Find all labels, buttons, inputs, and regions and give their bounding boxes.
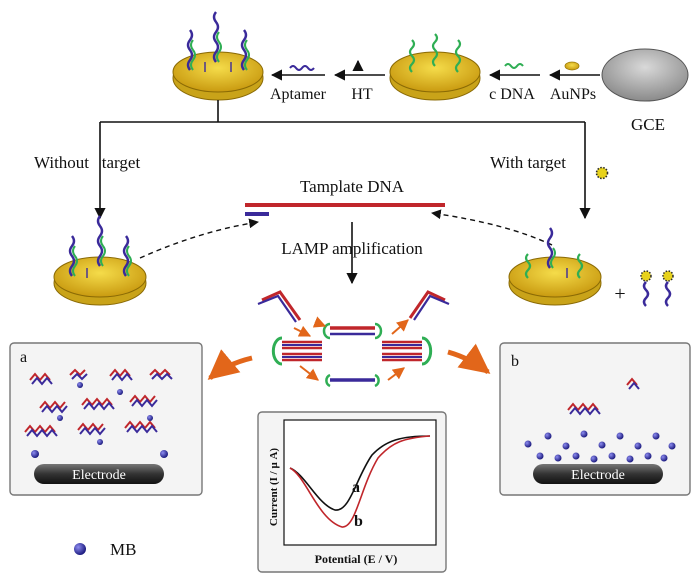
mb-dot bbox=[31, 450, 39, 458]
cdna-icon bbox=[504, 63, 524, 69]
mb-dot bbox=[160, 450, 168, 458]
aptamer-electrode bbox=[172, 11, 264, 101]
aunp-icon bbox=[564, 61, 580, 71]
template-dna-label: Tamplate DNA bbox=[300, 177, 405, 196]
mb-dot bbox=[97, 439, 103, 445]
electrode-bar-b bbox=[533, 464, 663, 484]
y-axis-label: Current (I / μ A) bbox=[268, 448, 280, 526]
aptamer-target-complex bbox=[640, 270, 674, 307]
panel-a-label: a bbox=[20, 349, 27, 366]
aunps-label: AuNPs bbox=[550, 86, 596, 103]
duplex-strand-3b bbox=[244, 39, 250, 71]
mb-dot bbox=[77, 382, 83, 388]
right-duplex bbox=[546, 227, 554, 269]
with-target-label: With target bbox=[490, 153, 566, 172]
cycle-arrow-2 bbox=[391, 319, 409, 335]
right-cdna-2 bbox=[576, 253, 584, 279]
electrode-label-b: Electrode bbox=[571, 468, 625, 483]
panel-b: b Electrode bbox=[499, 342, 691, 496]
template-dna-strand bbox=[245, 203, 445, 207]
electrode-with-target bbox=[508, 227, 602, 306]
electrode-without-target bbox=[53, 215, 147, 306]
dpv-inset: a b Current (I / μ A) Potential (E / V) bbox=[257, 411, 447, 573]
gce-label: GCE bbox=[631, 115, 665, 134]
mb-dot bbox=[117, 389, 123, 395]
mb-dot bbox=[147, 415, 153, 421]
cycle-arrow-5 bbox=[312, 316, 327, 328]
right-duplex-b bbox=[550, 247, 556, 269]
duplex-strand-1 bbox=[186, 29, 194, 71]
cdna-electrode bbox=[389, 33, 481, 101]
cdna-strand-3 bbox=[454, 39, 462, 73]
left-strand-2 bbox=[96, 215, 104, 267]
cdna-strand-1 bbox=[408, 39, 416, 73]
panel-a: a bbox=[9, 342, 203, 496]
electrode-bar-a bbox=[34, 464, 164, 484]
right-cdna-1 bbox=[524, 253, 532, 279]
curve-b bbox=[289, 435, 431, 528]
aptamer-icon bbox=[289, 65, 315, 71]
duplex-strand-2 bbox=[212, 11, 220, 63]
mb-dot bbox=[57, 415, 63, 421]
x-axis-label: Potential (E / V) bbox=[315, 552, 398, 566]
mb-dots-b bbox=[524, 430, 676, 463]
cycle-arrow-4 bbox=[387, 367, 405, 381]
dashed-arrow-right bbox=[431, 209, 553, 246]
curve-a bbox=[289, 435, 431, 511]
curve-a-label: a bbox=[352, 479, 360, 496]
cycle-arrow-3 bbox=[299, 365, 319, 381]
mb-legend-label: MB bbox=[110, 540, 136, 559]
without-target-label: Without target bbox=[34, 153, 140, 172]
primer-strand bbox=[245, 212, 269, 216]
orange-arrow-right bbox=[447, 343, 491, 374]
curve-b-label: b bbox=[354, 513, 363, 530]
lamp-product-cluster-a bbox=[24, 368, 173, 438]
lamp-product-cluster-b bbox=[567, 377, 640, 416]
duplex-strand-2b bbox=[216, 31, 222, 63]
mb-legend-icon bbox=[74, 543, 86, 555]
left-strand-1b bbox=[72, 245, 78, 277]
ht-label: HT bbox=[351, 86, 373, 103]
cdna-label: c DNA bbox=[489, 86, 535, 103]
left-strand-2b bbox=[100, 235, 106, 267]
left-strand-3b bbox=[126, 245, 132, 277]
orange-arrow-left bbox=[207, 349, 253, 380]
dpv-plot-area bbox=[283, 419, 437, 546]
aptamer-label: Aptamer bbox=[270, 86, 327, 103]
duplex-strand-3 bbox=[240, 29, 248, 71]
panel-b-label: b bbox=[511, 353, 519, 370]
plus-sign: + bbox=[614, 283, 625, 305]
cdna-strand-2 bbox=[431, 33, 439, 67]
duplex-strand-1b bbox=[190, 39, 196, 71]
electrode-label-a: Electrode bbox=[72, 468, 126, 483]
target-molecule-icon bbox=[595, 166, 609, 180]
dashed-arrow-left bbox=[139, 218, 259, 259]
gce-electrode: GCE bbox=[601, 48, 689, 134]
lamp-label: LAMP amplification bbox=[281, 239, 423, 258]
cycle-arrow-1 bbox=[293, 325, 312, 337]
left-strand-3 bbox=[122, 235, 130, 277]
lamp-products bbox=[257, 290, 450, 388]
left-strand-1 bbox=[68, 235, 76, 277]
mb-legend: MB bbox=[74, 540, 136, 559]
